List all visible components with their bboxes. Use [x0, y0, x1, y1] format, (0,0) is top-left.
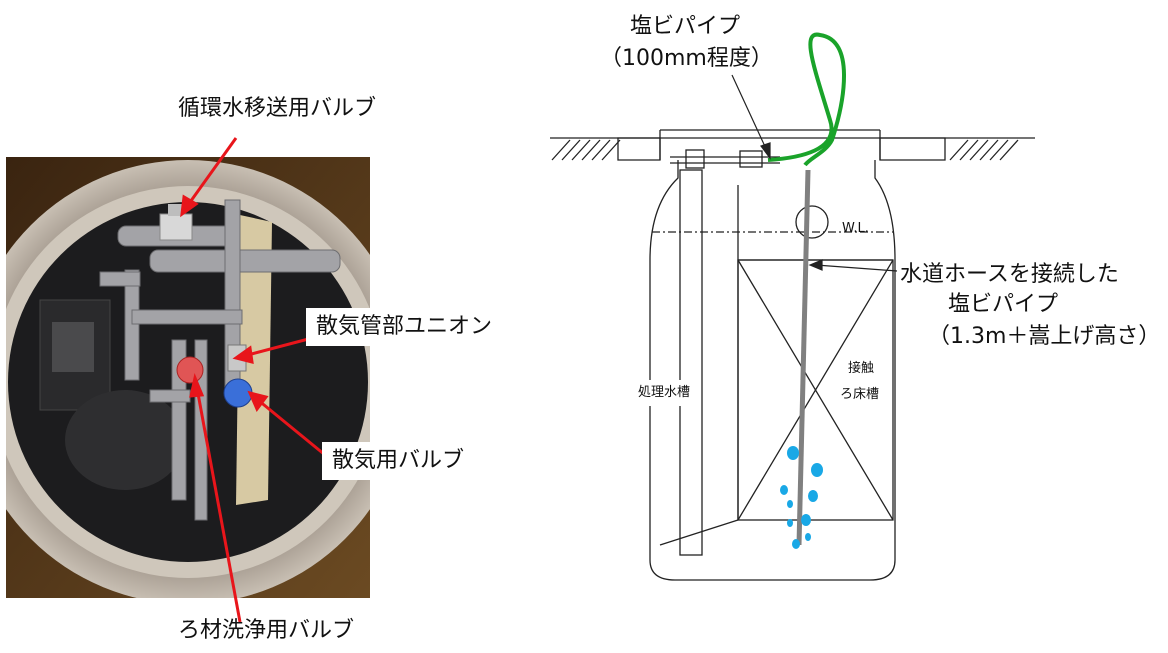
label-circulation-valve: 循環水移送用バルブ: [178, 96, 377, 121]
label-aeration-valve: 散気用バルブ: [322, 442, 475, 480]
ground-hatch-right: [949, 139, 1019, 161]
label-hose-pipe-size: （1.3m＋嵩上げ高さ）: [928, 324, 1161, 349]
circulation-valve-icon: [159, 204, 193, 241]
tank-photo: [6, 157, 370, 598]
tank-section-drawing: [550, 129, 1035, 581]
label-water-level: W.L.: [842, 221, 869, 236]
hose-pvc-pipe: [796, 169, 811, 546]
drawing-leaders: [731, 74, 898, 272]
label-contact-tank-line1: 接触: [846, 356, 877, 382]
label-treated-tank: 処理水槽: [636, 380, 693, 406]
arrow-circulation: [186, 137, 238, 206]
photo-arrows: [180, 137, 331, 623]
partition-board: [236, 215, 272, 505]
label-hose-pipe-line2: 塩ビパイプ: [948, 292, 1059, 317]
pvc-pipes: [99, 199, 341, 521]
ground-hatch-left: [551, 139, 621, 161]
arrow-aeration: [257, 398, 331, 461]
label-hose-pipe-line1: 水道ホースを接続した: [900, 262, 1119, 287]
label-contact-tank-line2: ろ床槽: [838, 382, 882, 408]
media-wash-valve-icon: [176, 356, 204, 384]
label-pvc-pipe: 塩ビパイプ: [630, 14, 741, 39]
label-diffuser-union: 散気管部ユニオン: [306, 308, 503, 346]
label-pvc-pipe-size: （100mm程度）: [600, 46, 773, 71]
arrow-media-wash: [195, 387, 242, 623]
arrow-union: [243, 335, 317, 358]
label-media-wash-valve: ろ材洗浄用バルブ: [178, 618, 355, 643]
air-bubbles: [780, 446, 823, 549]
wl-circle: [795, 205, 829, 239]
aeration-valve-icon: [223, 378, 253, 408]
green-hose: [767, 32, 846, 167]
filter-media: [65, 390, 185, 490]
